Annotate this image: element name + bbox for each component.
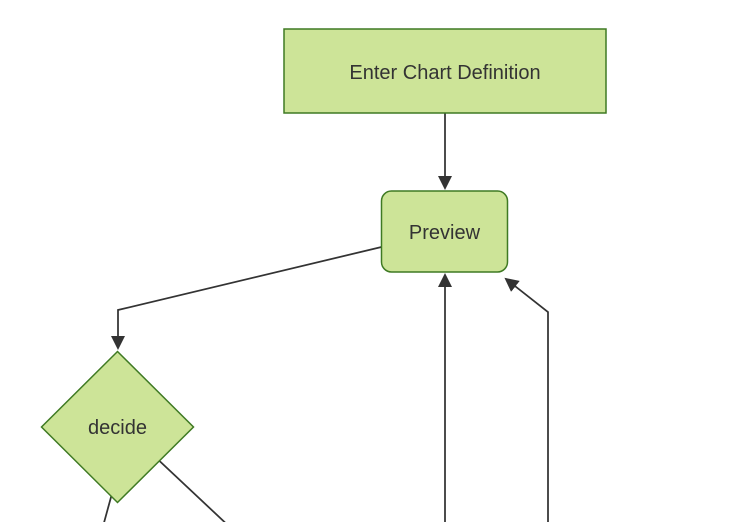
- edge-offscreen-bottom-to-preview-bent: [504, 277, 549, 522]
- edge-preview-to-decide: [111, 246, 382, 350]
- node-decide-diamond: [40, 350, 195, 504]
- node-preview-label: Preview: [409, 222, 481, 244]
- edge-decide-to-offscreen-bottom-left: [103, 493, 113, 522]
- node-decide-label: decide: [88, 417, 147, 439]
- node-preview-box: [380, 190, 509, 273]
- node-enter-chart-definition-box: [283, 28, 607, 114]
- edge-decide-to-offscreen-bottom-right: [158, 459, 226, 522]
- node-enter-chart-definition-label: Enter Chart Definition: [349, 62, 540, 84]
